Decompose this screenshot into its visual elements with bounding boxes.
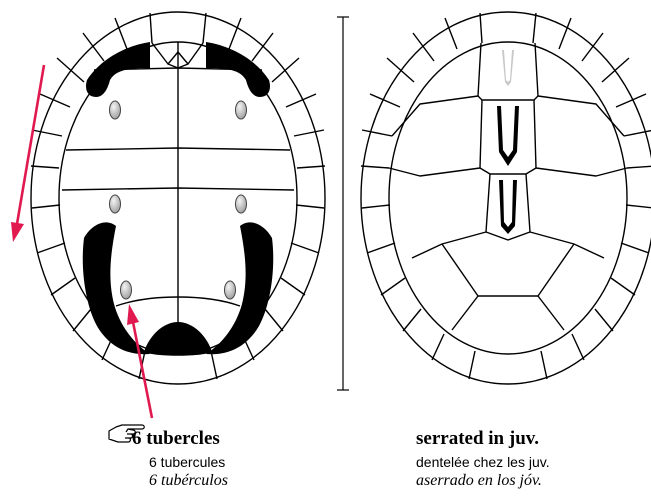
right-caption-spanish: aserrado en los jóv. bbox=[416, 472, 542, 490]
right-caption-english: serrated in juv. bbox=[416, 428, 539, 450]
right-caption-french: dentelée chez les juv. bbox=[416, 454, 550, 470]
tubercle-icon bbox=[236, 101, 247, 119]
left-caption-french: 6 tubercules bbox=[149, 454, 225, 470]
left-caption-spanish: 6 tubérculos bbox=[149, 472, 228, 490]
tubercle-icon bbox=[225, 281, 236, 299]
right-shell bbox=[361, 12, 651, 384]
vertical-scale-bar-icon bbox=[337, 17, 349, 390]
left-shell bbox=[31, 12, 325, 384]
tubercle-icon bbox=[110, 195, 121, 213]
tubercle-icon bbox=[110, 101, 121, 119]
tubercle-icon bbox=[236, 195, 247, 213]
tubercle-icon bbox=[121, 281, 132, 299]
left-caption-english: 6 tubercles bbox=[132, 428, 220, 450]
